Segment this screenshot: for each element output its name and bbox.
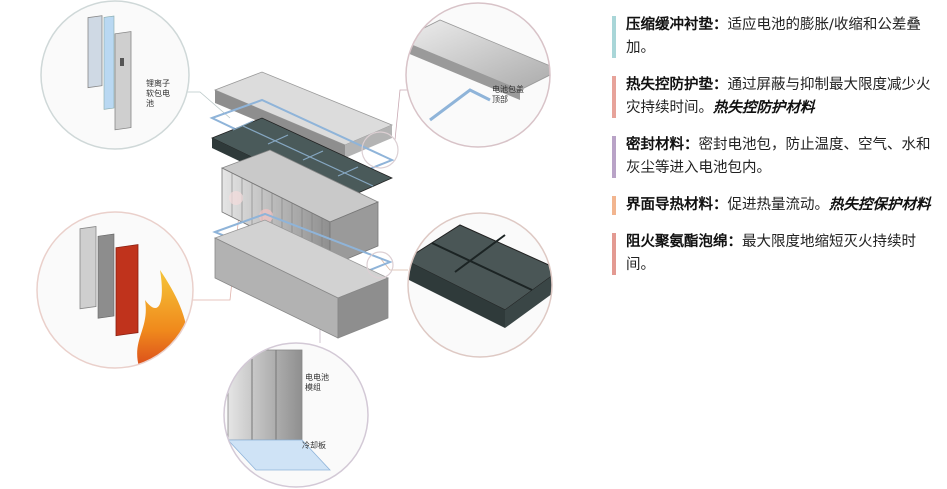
legend-color-bar [612, 136, 616, 178]
legend-color-bar [612, 16, 616, 58]
legend-emphasis: 热失控防护材料 [713, 100, 815, 116]
battery-pack-stack [209, 71, 399, 339]
pouch-cell-label-line2: 软包电 [146, 88, 170, 98]
legend-title: 界面导热材料： [626, 197, 728, 213]
legend-item: 热失控防护垫：通过屏蔽与抑制最大限度减少火灾持续时间。热失控防护材料 [612, 74, 932, 120]
battery-tray [213, 219, 390, 339]
legend-emphasis: 热失控保护材料 [829, 197, 931, 213]
cooling-plate-label: 冷却板 [302, 440, 326, 450]
legend-text: 密封材料：密封电池包，防止温度、空气、水和灰尘等进入电池包内。 [626, 134, 932, 180]
callout-pouch-cell: 锂离子 软包电 池 [40, 0, 190, 150]
legend-text: 阻火聚氨酯泡绵：最大限度地缩短灭火持续时间。 [626, 231, 932, 277]
legend-color-bar [612, 76, 616, 118]
callout-module-cooling: 电电池 模组 冷却板 [223, 342, 369, 488]
legend-item: 界面导热材料：促进热量流动。热失控保护材料 [612, 194, 932, 217]
legend-title: 热失控防护垫： [626, 77, 728, 93]
module-label-line1: 电电池 [305, 372, 329, 382]
pouch-cell-icon [87, 15, 132, 131]
pouch-cell-label-line3: 池 [146, 98, 154, 108]
legend-item: 密封材料：密封电池包，防止温度、空气、水和灰尘等进入电池包内。 [612, 134, 932, 180]
callout-interface-pads [407, 212, 553, 358]
legend-title: 阻火聚氨酯泡绵： [626, 234, 742, 250]
pouch-cell-label-line1: 锂离子 [146, 78, 170, 88]
legend-title: 压缩缓冲衬垫： [626, 17, 728, 33]
legend-description: 最大限度地缩短灭火持续时间。 [626, 234, 916, 273]
legend-description: 密封电池包，防止温度、空气、水和灰尘等进入电池包内。 [626, 137, 931, 176]
legend-color-bar [612, 233, 616, 275]
legend-title: 密封材料： [626, 137, 699, 153]
top-cover-label-line2: 顶部 [492, 94, 508, 104]
legend-item: 压缩缓冲衬垫：适应电池的膨胀/收缩和公差叠加。 [612, 14, 932, 60]
legend-description: 通过屏蔽与抑制最大限度减少火灾持续时间。 [626, 77, 931, 116]
callout-top-cover: 电池包盖 顶部 [405, 2, 551, 148]
battery-pack-exploded-diagram: 锂离子 软包电 池 电池包盖 顶部 [36, 0, 553, 488]
material-legend: 压缩缓冲衬垫：适应电池的膨胀/收缩和公差叠加。热失控防护垫：通过屏蔽与抑制最大限… [612, 14, 932, 291]
module-label-line2: 模组 [305, 382, 321, 392]
legend-description: 促进热量流动。 [727, 197, 830, 213]
callout-thermal-runaway [36, 211, 194, 369]
legend-text: 界面导热材料：促进热量流动。热失控保护材料 [626, 194, 932, 217]
legend-description: 适应电池的膨胀/收缩和公差叠加。 [626, 17, 921, 56]
top-cover-label-line1: 电池包盖 [492, 84, 524, 94]
legend-text: 热失控防护垫：通过屏蔽与抑制最大限度减少火灾持续时间。热失控防护材料 [626, 74, 932, 120]
legend-item: 阻火聚氨酯泡绵：最大限度地缩短灭火持续时间。 [612, 231, 932, 277]
legend-text: 压缩缓冲衬垫：适应电池的膨胀/收缩和公差叠加。 [626, 14, 932, 60]
legend-color-bar [612, 196, 616, 215]
